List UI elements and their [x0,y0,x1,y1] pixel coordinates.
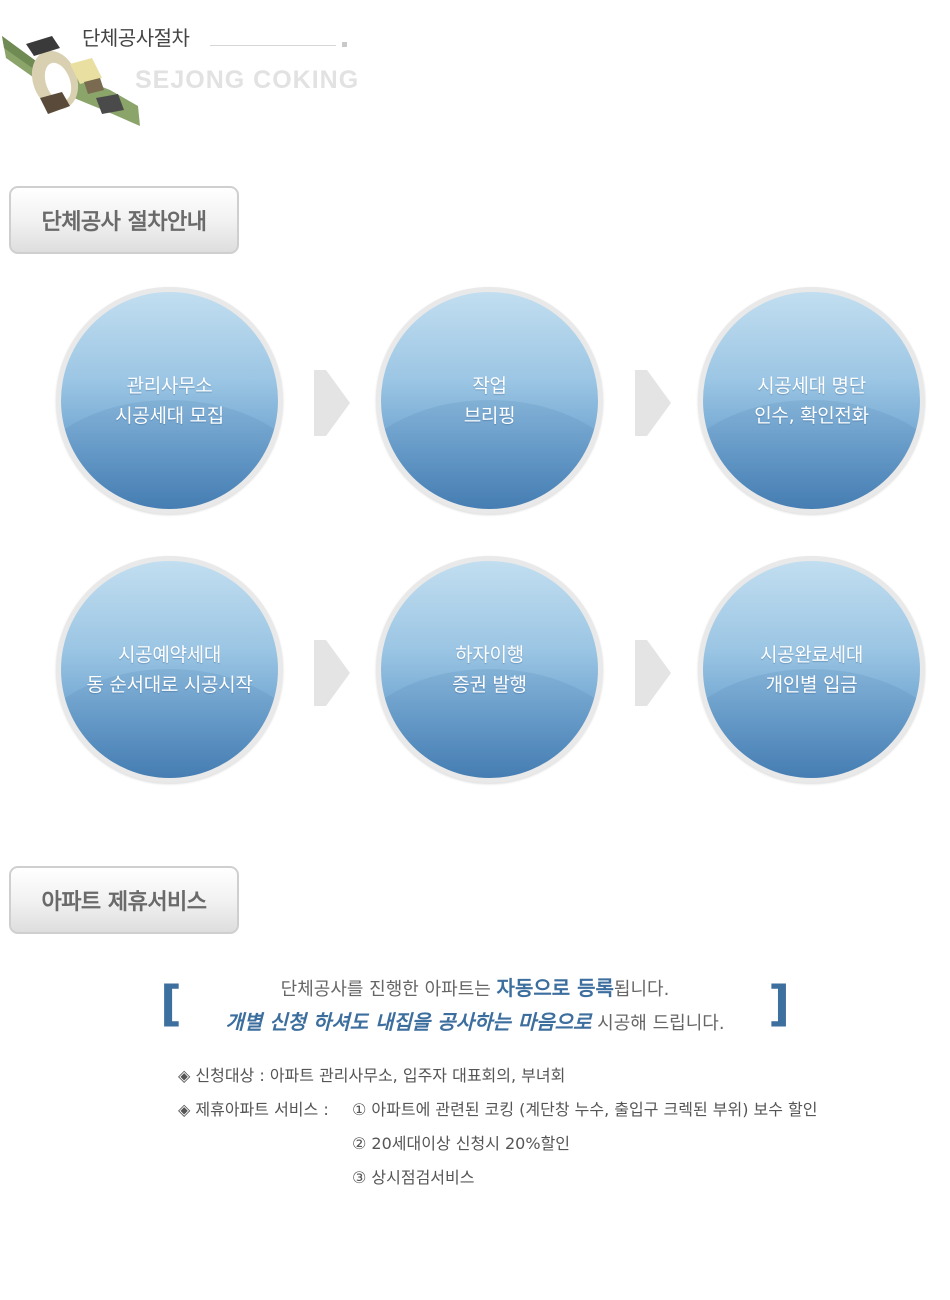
step-text-line1: 시공예약세대 [117,643,222,666]
service-item: ① 아파트에 관련된 코킹 (계단창 누수, 출입구 크렉된 부위) 보수 할인 [352,1100,818,1119]
logo-graphic [2,36,140,126]
chevron-right-icon [635,370,671,436]
step-ball [703,292,920,509]
notice-line-2: 개별 신청 하셔도 내집을 공사하는 마음으로 시공해 드립니다. [160,1006,790,1035]
step-label: 시공예약세대 동 순서대로 시공시작 [56,556,283,783]
brand-watermark: SEJONG COKING [135,66,360,94]
step-ball [703,561,920,778]
section-tab-services: 아파트 제휴서비스 [9,866,239,934]
notice-text: 시공해 드립니다. [591,1013,725,1034]
right-bracket-icon: ] [768,976,790,1032]
service-label: ◈ 제휴아파트 서비스 : [178,1100,329,1119]
step-text-line1: 작업 [472,374,507,397]
step-ball [381,292,598,509]
step-circle-2: 작업 브리핑 [376,287,603,514]
notice-text: 됩니다. [613,979,670,1000]
page-title: 단체공사절차 [82,26,190,50]
step-label: 시공완료세대 개인별 입금 [698,556,925,783]
step-text-line1: 하자이행 [455,643,524,666]
chevron-right-icon [635,640,671,706]
step-label: 시공세대 명단 인수, 확인전화 [698,287,925,514]
step-circle-4: 시공예약세대 동 순서대로 시공시작 [56,556,283,783]
chevron-right-icon [314,640,350,706]
notice-text: 단체공사를 진행한 아파트는 [280,979,497,1000]
service-item: ③ 상시점검서비스 [352,1168,475,1187]
step-label: 관리사무소 시공세대 모집 [56,287,283,514]
left-bracket-icon: [ [160,976,182,1032]
step-label: 작업 브리핑 [376,287,603,514]
step-circle-5: 하자이행 증권 발행 [376,556,603,783]
step-ball [381,561,598,778]
step-text-line1: 시공세대 명단 [757,374,866,397]
step-label: 하자이행 증권 발행 [376,556,603,783]
chevron-right-icon [314,370,350,436]
step-circle-6: 시공완료세대 개인별 입금 [698,556,925,783]
step-text-line2: 증권 발행 [452,673,527,696]
step-text-line1: 관리사무소 [126,374,213,397]
apply-target-text: ◈ 신청대상 : 아파트 관리사무소, 입주자 대표회의, 부녀회 [178,1066,566,1085]
step-ball [61,292,278,509]
section-tab-procedure: 단체공사 절차안내 [9,186,239,254]
notice-line-1: 단체공사를 진행한 아파트는 자동으로 등록됩니다. [160,972,790,1001]
title-divider [210,45,336,46]
notice-highlight: 자동으로 등록 [496,976,614,1000]
step-circle-3: 시공세대 명단 인수, 확인전화 [698,287,925,514]
title-dot [342,42,347,47]
step-text-line1: 시공완료세대 [759,643,864,666]
service-item: ② 20세대이상 신청시 20%할인 [352,1134,571,1153]
step-text-line2: 시공세대 모집 [115,404,224,427]
step-text-line2: 개인별 입금 [765,673,858,696]
step-ball [61,561,278,778]
step-circle-1: 관리사무소 시공세대 모집 [56,287,283,514]
notice-box: [ ] 단체공사를 진행한 아파트는 자동으로 등록됩니다. 개별 신청 하셔도… [160,972,790,1035]
step-text-line2: 인수, 확인전화 [754,404,869,427]
step-text-line2: 브리핑 [463,404,516,427]
step-text-line2: 동 순서대로 시공시작 [86,673,253,696]
page-header: 단체공사절차 SEJONG COKING [0,0,380,140]
notice-highlight: 개별 신청 하셔도 내집을 공사하는 마음으로 [225,1010,592,1034]
